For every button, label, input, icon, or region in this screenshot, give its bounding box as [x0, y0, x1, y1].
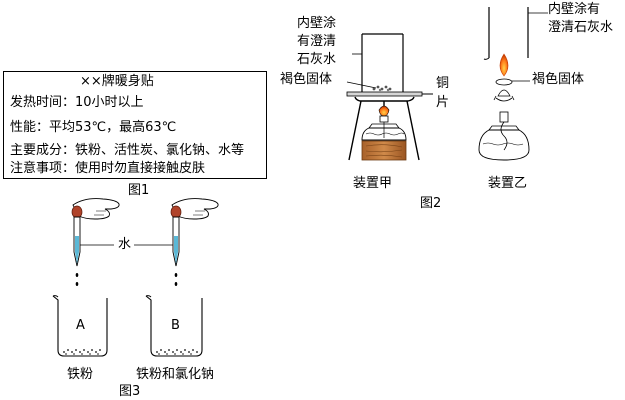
yi-wall-label-line2: 澄清石灰水	[548, 20, 614, 35]
jia-wall-label-line3: 石灰水	[297, 52, 337, 67]
fig1-ingredients: 主要成分：铁粉、活性炭、氯化钠、水等	[10, 143, 245, 158]
yi-inverted-beaker	[488, 7, 529, 58]
fig1-heating-time: 发热时间：10小时以上	[10, 95, 144, 110]
beaker-a-letter: A	[76, 318, 85, 333]
jia-copper-label-line2: 片	[436, 95, 450, 110]
apparatus-yi	[478, 7, 548, 161]
jia-copper-label-line1: 铜	[436, 76, 450, 91]
yi-flame	[499, 53, 509, 77]
jia-alcohol-lamp	[361, 105, 407, 141]
yi-solid-label: 褐色固体	[532, 72, 585, 87]
yi-caption: 装置乙	[488, 176, 528, 191]
water-label: 水	[118, 237, 132, 252]
beaker-b	[145, 295, 203, 357]
fig1-performance: 性能：平均53℃，最高63℃	[10, 120, 177, 135]
left-hand	[72, 198, 120, 220]
jia-wall-label-line2: 有澄清	[297, 34, 337, 49]
jia-tripod	[348, 96, 420, 161]
yi-brown-solid	[495, 78, 513, 86]
yi-wall-label-line1: 内壁涂有	[548, 2, 601, 17]
fig1-caption: 图1	[128, 183, 150, 198]
jia-brown-solid	[372, 85, 392, 92]
beaker-a-iron-powder	[63, 349, 101, 355]
fig2-caption: 图2	[420, 196, 442, 211]
apparatus-jia	[346, 33, 433, 161]
fig1-label-box	[3, 71, 267, 179]
beaker-b-letter: B	[171, 318, 180, 333]
jia-wall-label-line1: 内壁涂	[297, 16, 337, 31]
beaker-a-caption: 铁粉	[67, 367, 94, 382]
fig3-left-dropper	[71, 198, 120, 286]
fig1-notice: 注意事项：使用时勿直接接触皮肤	[10, 161, 206, 176]
right-hand	[171, 198, 219, 220]
jia-inverted-beaker	[361, 33, 404, 92]
beaker-a	[52, 295, 108, 357]
fig1-product-title: ××牌暖身贴	[80, 74, 154, 89]
jia-solid-label: 褐色固体	[280, 72, 333, 87]
yi-alcohol-lamp	[478, 89, 530, 161]
fig3-caption: 图3	[119, 384, 141, 399]
fig3-right-dropper	[170, 198, 219, 286]
beaker-b-iron-salt-mixture	[156, 349, 198, 355]
jia-copper-plate	[346, 91, 423, 97]
jia-caption: 装置甲	[353, 176, 393, 191]
beaker-b-caption: 铁粉和氯化钠	[136, 367, 215, 382]
